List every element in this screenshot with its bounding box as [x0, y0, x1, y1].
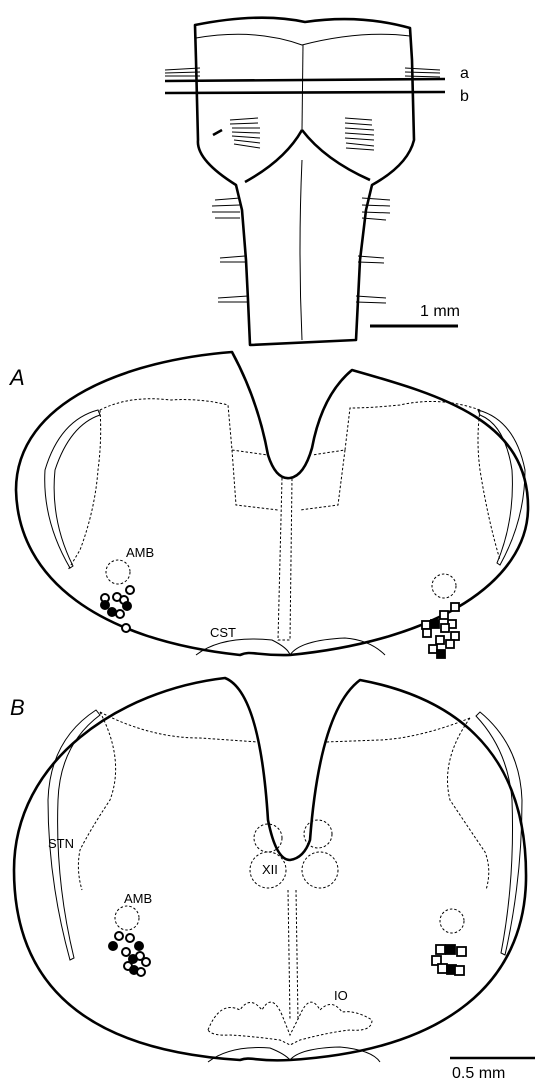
open-circle-marker: [122, 624, 130, 632]
filled-square-marker: [437, 650, 445, 658]
cst-label: CST: [210, 625, 236, 640]
filled-circle-marker: [135, 942, 143, 950]
brainstem-dorsal-view: a b 1 mm: [165, 18, 469, 345]
open-square-marker: [423, 629, 431, 637]
open-circle-marker: [142, 958, 150, 966]
section-line-a: [165, 79, 445, 81]
amb-nucleus-a-right: [432, 574, 456, 598]
panel-a-label: A: [8, 365, 25, 390]
stn-label: STN: [48, 836, 74, 851]
panel-a: A CST AMB: [8, 352, 528, 658]
amb-nucleus-b-right: [440, 909, 464, 933]
hypoglossal-nucleus: [250, 820, 338, 888]
spinal-trigeminal-b-left: [48, 710, 100, 960]
panel-b-label: B: [10, 695, 25, 720]
top-rim: [196, 34, 410, 45]
scale-bar-1mm-label: 1 mm: [420, 303, 460, 320]
gray-matter-border-b-right: [325, 718, 489, 890]
filled-circle-marker: [123, 602, 131, 610]
open-square-marker: [436, 945, 445, 954]
open-square-marker: [440, 611, 448, 619]
amb-nucleus-b-left: [115, 906, 139, 930]
open-circle-marker: [126, 586, 134, 594]
fourth-ventricle-edge-right: [302, 130, 370, 180]
open-square-marker: [436, 636, 444, 644]
section-label-b: b: [460, 88, 469, 105]
brainstem-outline: [195, 18, 414, 345]
scale-bar-half-mm-label: 0.5 mm: [452, 1065, 505, 1082]
open-circle-marker: [122, 948, 130, 956]
open-circle-marker: [137, 968, 145, 976]
open-square-marker: [451, 632, 459, 640]
open-square-marker: [441, 624, 449, 632]
open-square-marker: [446, 640, 454, 648]
section-line-b: [165, 92, 445, 93]
midline-raphe-b: [288, 890, 298, 1020]
open-circle-marker: [115, 932, 123, 940]
neuron-markers-b-left: [109, 932, 150, 976]
open-circle-marker: [116, 610, 124, 618]
gray-matter-border-a-right: [312, 401, 500, 560]
open-square-marker: [455, 966, 464, 975]
midline-raphe-a: [278, 478, 292, 640]
open-square-marker: [451, 603, 459, 611]
open-circle-marker: [126, 934, 134, 942]
filled-square-marker: [431, 620, 439, 628]
open-square-marker: [438, 964, 447, 973]
midline-lower: [300, 160, 302, 340]
filled-circle-marker: [108, 608, 116, 616]
amb-label-b: AMB: [124, 891, 152, 906]
amb-nucleus-a-left: [106, 560, 130, 584]
spinal-trigeminal-a-right: [478, 410, 525, 565]
gray-matter-border-a-left: [68, 399, 268, 570]
spinal-trigeminal-a-left: [45, 410, 100, 568]
spinal-trigeminal-b-right: [476, 712, 522, 955]
midline-upper: [302, 45, 303, 130]
open-square-marker: [422, 621, 430, 629]
section-label-a: a: [460, 65, 469, 82]
io-label: IO: [334, 988, 348, 1003]
open-square-marker: [429, 645, 437, 653]
neuron-markers-b-right: [432, 945, 466, 975]
dorsal-column-a: [232, 450, 345, 510]
filled-circle-marker: [101, 601, 109, 609]
neuron-markers-a-right: [422, 603, 459, 658]
gray-matter-border-b-left: [78, 712, 258, 890]
filled-square-marker: [446, 945, 455, 954]
xii-label: XII: [262, 862, 278, 877]
amb-label-a: AMB: [126, 545, 154, 560]
floor-left: [213, 130, 222, 135]
open-square-marker: [457, 947, 466, 956]
filled-circle-marker: [109, 942, 117, 950]
panel-b: B STN XII IO AMB: [10, 678, 535, 1082]
